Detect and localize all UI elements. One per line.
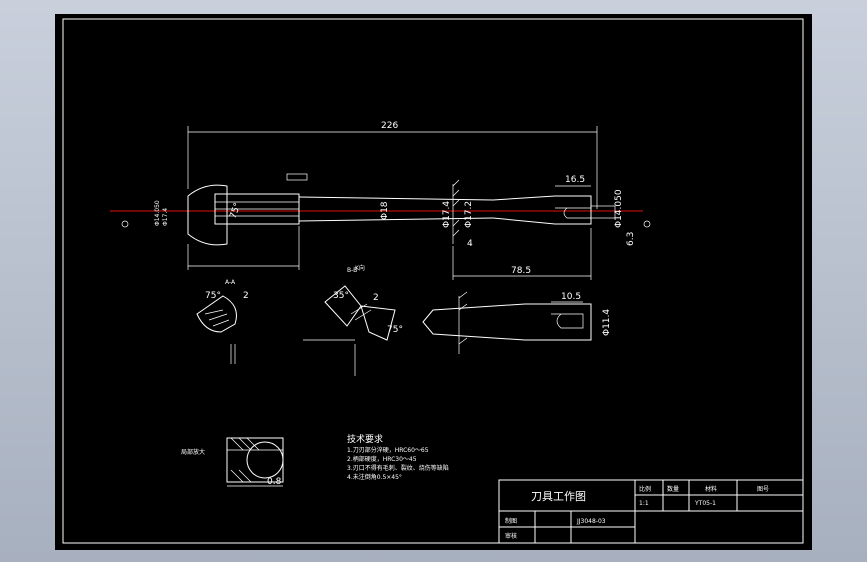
k-view bbox=[422, 291, 592, 354]
dim-dia-11-4: Φ11.4 bbox=[602, 309, 612, 336]
center-mark-left bbox=[121, 220, 129, 228]
drawing-frame bbox=[62, 18, 804, 544]
note-line-2: 2.柄部硬度，HRC30～45 bbox=[347, 455, 417, 463]
shaft-body bbox=[187, 173, 616, 270]
hatch-wall-main bbox=[452, 179, 460, 244]
section-a-view bbox=[196, 295, 237, 364]
dim-dia-14: Φ14.050 bbox=[614, 189, 624, 228]
section-b-view bbox=[303, 285, 396, 376]
checked-label: 审核 bbox=[505, 532, 517, 540]
dim-dia-18: Φ18 bbox=[380, 201, 390, 220]
technical-notes: 技术要求 1.刀刃部分淬硬，HRC60～65 2.柄部硬度，HRC30～45 3… bbox=[347, 433, 449, 481]
dim-angle-75-a: 75° bbox=[205, 291, 221, 301]
code-value: JJ3048-03 bbox=[576, 518, 606, 525]
dim-4: 4 bbox=[467, 239, 473, 249]
note-line-4: 4.未注倒角0.5×45° bbox=[347, 473, 402, 481]
note-line-3: 3.刃口不得有毛刺、裂纹、烧伤等缺陷 bbox=[347, 464, 449, 472]
dim-2-a: 2 bbox=[243, 291, 249, 301]
scale-value: 1:1 bbox=[639, 500, 649, 507]
note-line-1: 1.刀刃部分淬硬，HRC60～65 bbox=[347, 446, 429, 454]
cad-drawing: 226 Φ14.050 Φ17.4 Φ18 Φ17.4 Φ17.2 Φ14.05… bbox=[62, 18, 804, 544]
drawn-label: 制图 bbox=[505, 517, 517, 525]
dim-dia-left-1: Φ14.050 bbox=[154, 200, 161, 226]
notes-heading: 技术要求 bbox=[347, 433, 383, 445]
dim-0-8: 0.8 bbox=[267, 477, 282, 487]
dim-dia-17-2: Φ17.2 bbox=[464, 201, 474, 228]
dim-dia-17-4: Φ17.4 bbox=[442, 201, 452, 228]
center-mark-right bbox=[643, 220, 651, 228]
detail-label: 局部放大 bbox=[181, 448, 205, 456]
dim-10-5: 10.5 bbox=[561, 292, 581, 302]
header-material: 材料 bbox=[705, 485, 717, 493]
dim-2-b: 2 bbox=[373, 293, 379, 303]
dim-78-5: 78.5 bbox=[511, 266, 531, 276]
drawing-title: 刀具工作图 bbox=[531, 490, 586, 503]
material-value: YT05-1 bbox=[694, 500, 716, 507]
view-k-label: K向 bbox=[355, 264, 365, 272]
header-qty: 数量 bbox=[667, 485, 679, 493]
header-scale: 比例 bbox=[639, 485, 651, 493]
dim-226: 226 bbox=[381, 121, 398, 131]
title-block: 刀具工作图 比例 数量 材料 图号 1:1 YT05-1 制图 审核 JJ304… bbox=[498, 479, 804, 544]
dim-16-5: 16.5 bbox=[565, 175, 585, 185]
dim-dia-left-2: Φ17.4 bbox=[162, 208, 169, 226]
dim-angle-75-b: 75° bbox=[387, 325, 403, 335]
dim-6-3: 6.3 bbox=[626, 232, 636, 246]
detail-view bbox=[226, 437, 284, 487]
section-b-label: B-B bbox=[347, 267, 357, 274]
header-drawing-no: 图号 bbox=[757, 486, 769, 493]
dim-angle-75-main: 75° bbox=[228, 202, 243, 220]
section-a-label: A-A bbox=[225, 279, 236, 286]
drawing-sheet: 226 Φ14.050 Φ17.4 Φ18 Φ17.4 Φ17.2 Φ14.05… bbox=[55, 14, 812, 550]
dim-angle-35-b: 35° bbox=[333, 291, 349, 301]
